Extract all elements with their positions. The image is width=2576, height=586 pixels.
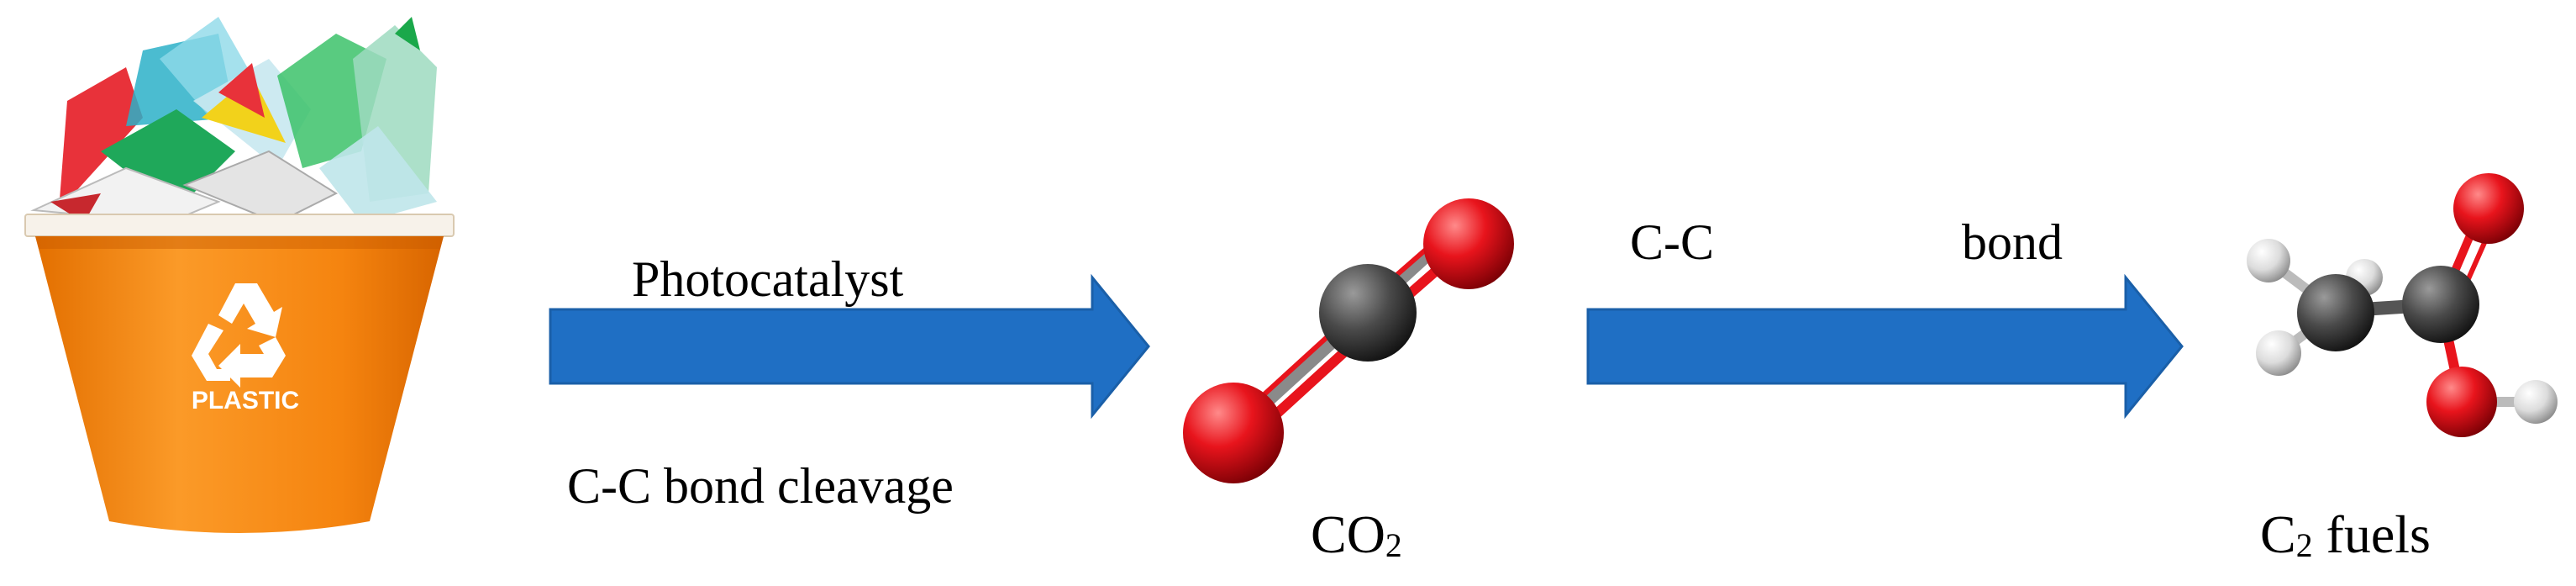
co2-label: CO2	[1311, 508, 1402, 562]
co2-subscript: 2	[1385, 526, 1402, 564]
co2-base: CO	[1311, 504, 1385, 564]
c2-subscript: 2	[2295, 526, 2313, 564]
photocatalyst-label: Photocatalyst	[632, 251, 904, 307]
bin-label: PLASTIC	[192, 387, 299, 414]
arrow-cc-coupling	[1586, 273, 2184, 420]
bond-label: bond	[1962, 214, 2063, 270]
cc-bond-cleavage-label: C-C bond cleavage	[567, 458, 954, 514]
arrow-photocatalysis	[549, 273, 1150, 420]
acetic-acid-molecule-icon	[2247, 173, 2558, 437]
cc-label: C-C	[1630, 214, 1715, 270]
c2-base: C	[2260, 504, 2296, 564]
plastic-waste-pile	[30, 17, 437, 224]
recycle-icon	[192, 283, 286, 388]
c2-fuels-label: C2 fuels	[2260, 508, 2431, 562]
fuels-word: fuels	[2312, 504, 2431, 564]
bin-rim	[24, 214, 455, 237]
co2-molecule-icon	[1183, 198, 1514, 483]
plastic-bin-icon: PLASTIC	[24, 17, 455, 533]
